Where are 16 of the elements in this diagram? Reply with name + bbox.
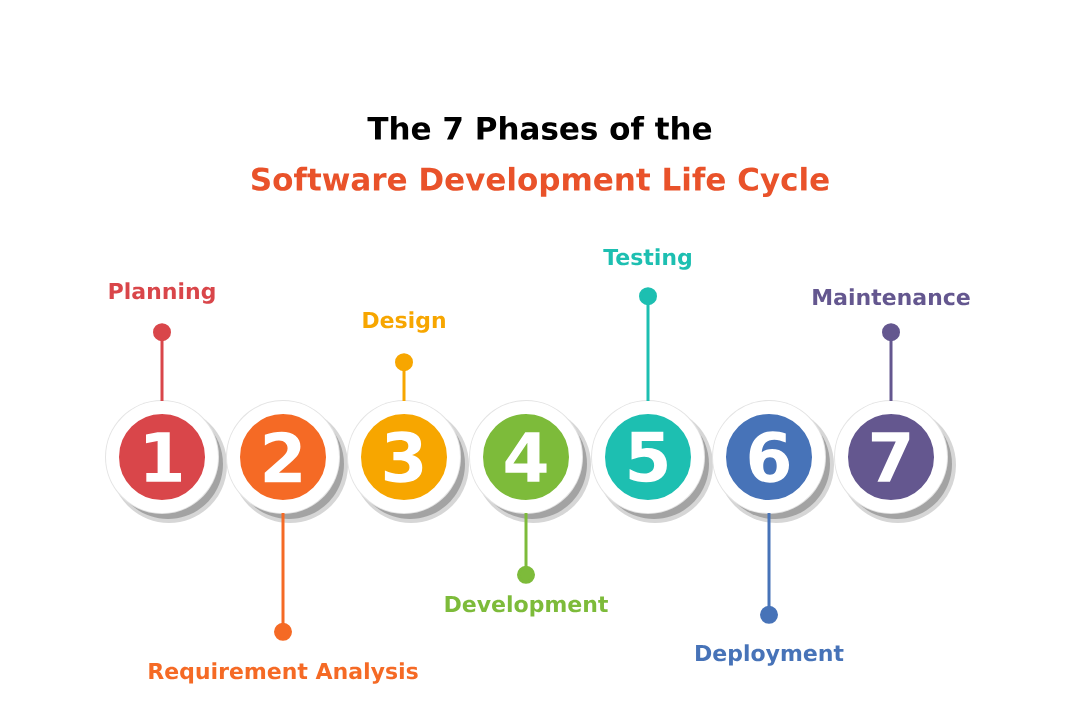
leader-line bbox=[760, 513, 778, 624]
leader-line bbox=[153, 323, 171, 401]
phase-label: Maintenance bbox=[813, 288, 970, 306]
leader-line bbox=[517, 513, 535, 584]
phase-label: Testing bbox=[603, 248, 691, 270]
phase-label: Design bbox=[363, 311, 445, 333]
leader-line bbox=[882, 323, 900, 401]
leader-line bbox=[639, 287, 657, 401]
phase-label: Deployment bbox=[696, 644, 844, 666]
title: The 7 Phases of the bbox=[367, 116, 712, 140]
leader-line bbox=[274, 513, 292, 641]
phase-label: Requirement Analysis bbox=[149, 662, 418, 684]
phase-label: Development bbox=[445, 595, 608, 617]
leader-line bbox=[395, 353, 413, 401]
subtitle: Software Development Life Cycle bbox=[252, 166, 829, 198]
phase-label: Planning bbox=[109, 282, 215, 304]
